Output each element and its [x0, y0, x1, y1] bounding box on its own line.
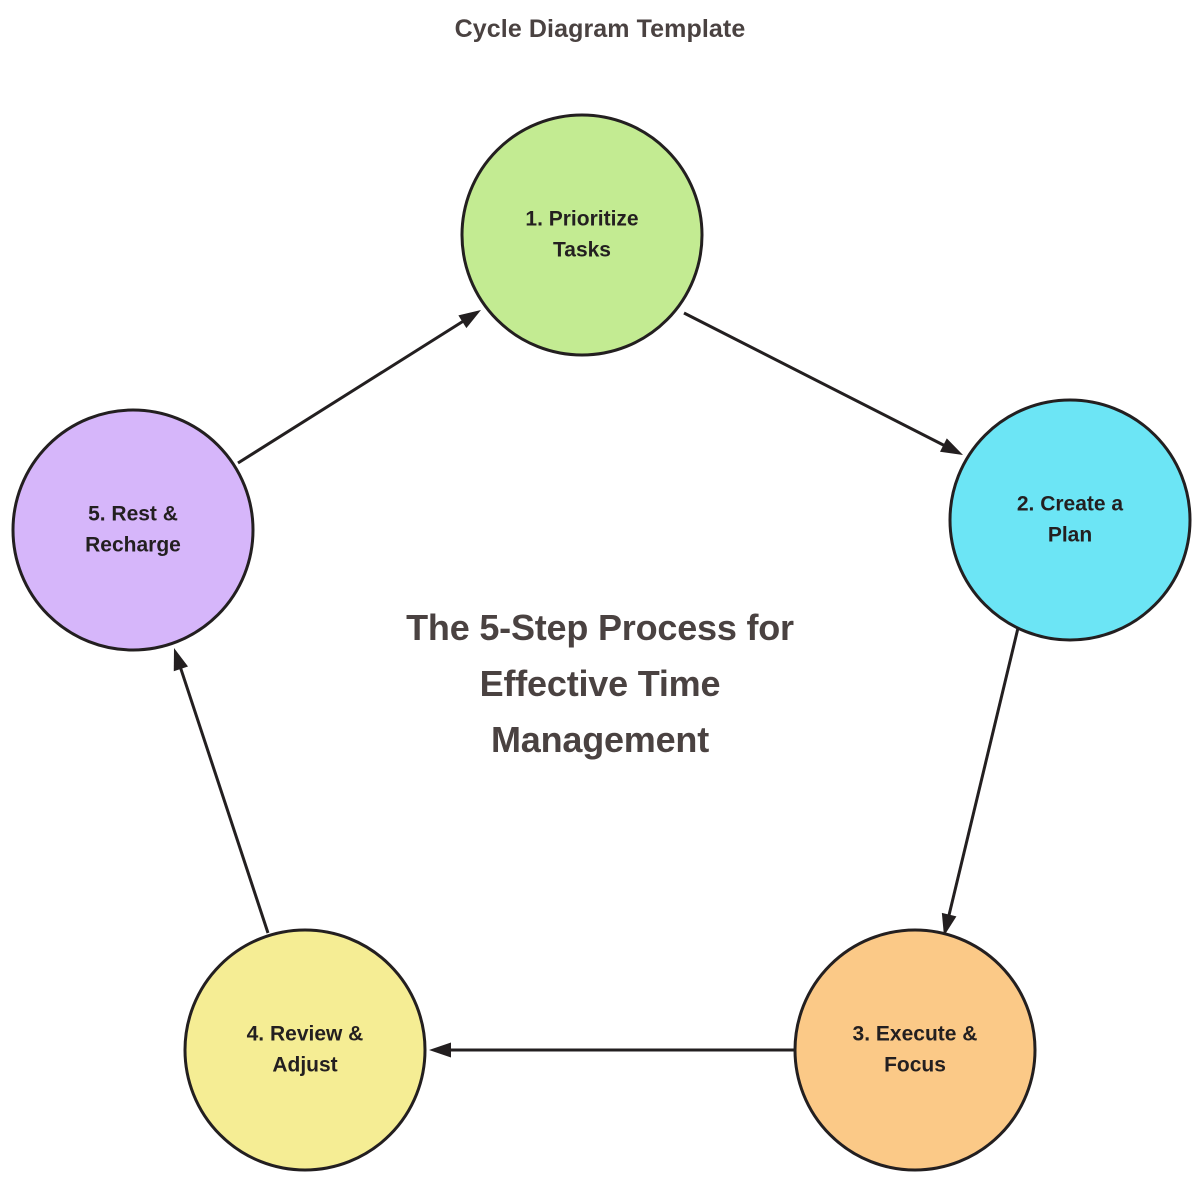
- arrow-head-icon: [458, 310, 481, 329]
- node-circle-2[interactable]: [948, 398, 1192, 642]
- node-label-line: 1. Prioritize: [525, 207, 638, 230]
- node-label-4: 4. Review & Adjust: [247, 1022, 364, 1076]
- center-caption-line-1: The 5-Step Process for: [406, 607, 794, 648]
- center-caption: The 5-Step Process for Effective Time Ma…: [345, 600, 855, 767]
- node-circle-1[interactable]: [460, 113, 704, 357]
- node-label-line: 2. Create a: [1017, 492, 1124, 515]
- edge-node-2-to-node-3: [941, 627, 1020, 936]
- arrow-head-icon: [429, 1042, 451, 1058]
- node-label-line: Recharge: [85, 533, 181, 556]
- node-3[interactable]: 3. Execute & Focus: [793, 928, 1037, 1172]
- edge-line: [683, 311, 950, 450]
- node-label-line: Tasks: [553, 238, 611, 261]
- edge-node-4-to-node-5: [173, 648, 270, 934]
- edge-node-5-to-node-1: [237, 310, 481, 465]
- arrow-head-icon: [173, 648, 189, 672]
- arrow-head-icon: [939, 438, 963, 455]
- node-2[interactable]: 2. Create a Plan: [948, 398, 1192, 642]
- center-caption-line-3: Management: [490, 718, 710, 760]
- node-label-line: Focus: [884, 1053, 946, 1076]
- node-label-2: 2. Create a Plan: [1017, 492, 1124, 546]
- node-label-line: Plan: [1048, 523, 1092, 546]
- node-label-line: 3. Execute &: [853, 1022, 978, 1045]
- node-circle-4[interactable]: [183, 928, 427, 1172]
- edges-layer: [173, 310, 1020, 1058]
- edge-line: [946, 627, 1020, 921]
- node-label-line: Adjust: [272, 1053, 337, 1076]
- node-label-line: 5. Rest &: [88, 502, 178, 525]
- page-title: Cycle Diagram Template: [454, 15, 746, 43]
- center-caption-line-2: Effective Time: [479, 662, 721, 704]
- node-circle-3[interactable]: [793, 928, 1037, 1172]
- node-label-3: 3. Execute & Focus: [853, 1022, 978, 1076]
- node-label-line: 4. Review &: [247, 1022, 364, 1045]
- node-5[interactable]: 5. Rest & Recharge: [11, 408, 255, 652]
- edge-node-3-to-node-4: [429, 1042, 795, 1058]
- node-label-5: 5. Rest & Recharge: [85, 502, 181, 556]
- edge-node-1-to-node-2: [683, 311, 963, 455]
- node-circle-5[interactable]: [11, 408, 255, 652]
- edge-line: [237, 317, 469, 465]
- node-4[interactable]: 4. Review & Adjust: [183, 928, 427, 1172]
- arrow-head-icon: [941, 912, 957, 936]
- edge-line: [177, 662, 270, 934]
